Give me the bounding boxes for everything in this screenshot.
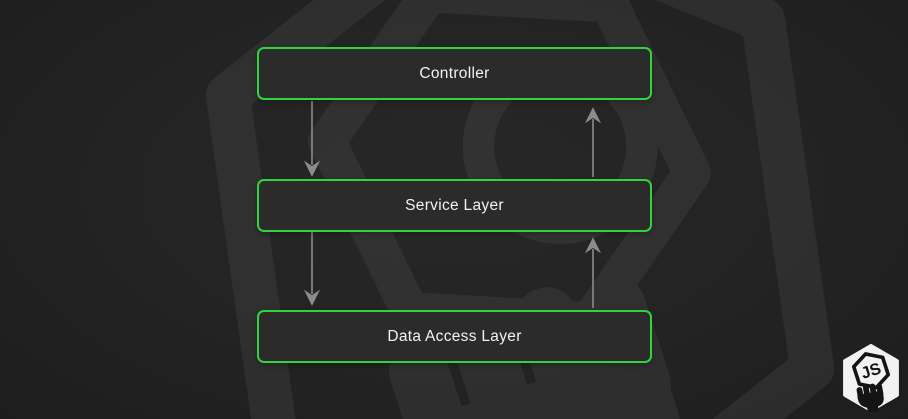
arrow-service-to-data-access-down bbox=[303, 232, 321, 306]
node-controller-label: Controller bbox=[419, 64, 490, 82]
arrow-data-access-to-service-up bbox=[584, 237, 602, 308]
arrow-controller-to-service-down bbox=[303, 101, 321, 177]
node-controller: Controller bbox=[257, 47, 652, 100]
node-service-layer: Service Layer bbox=[257, 179, 652, 232]
node-data-access-layer-label: Data Access Layer bbox=[387, 327, 522, 345]
js-fist-logo bbox=[840, 344, 902, 412]
arrow-service-to-controller-up bbox=[584, 107, 602, 177]
node-service-layer-label: Service Layer bbox=[405, 196, 504, 214]
node-data-access-layer: Data Access Layer bbox=[257, 310, 652, 363]
